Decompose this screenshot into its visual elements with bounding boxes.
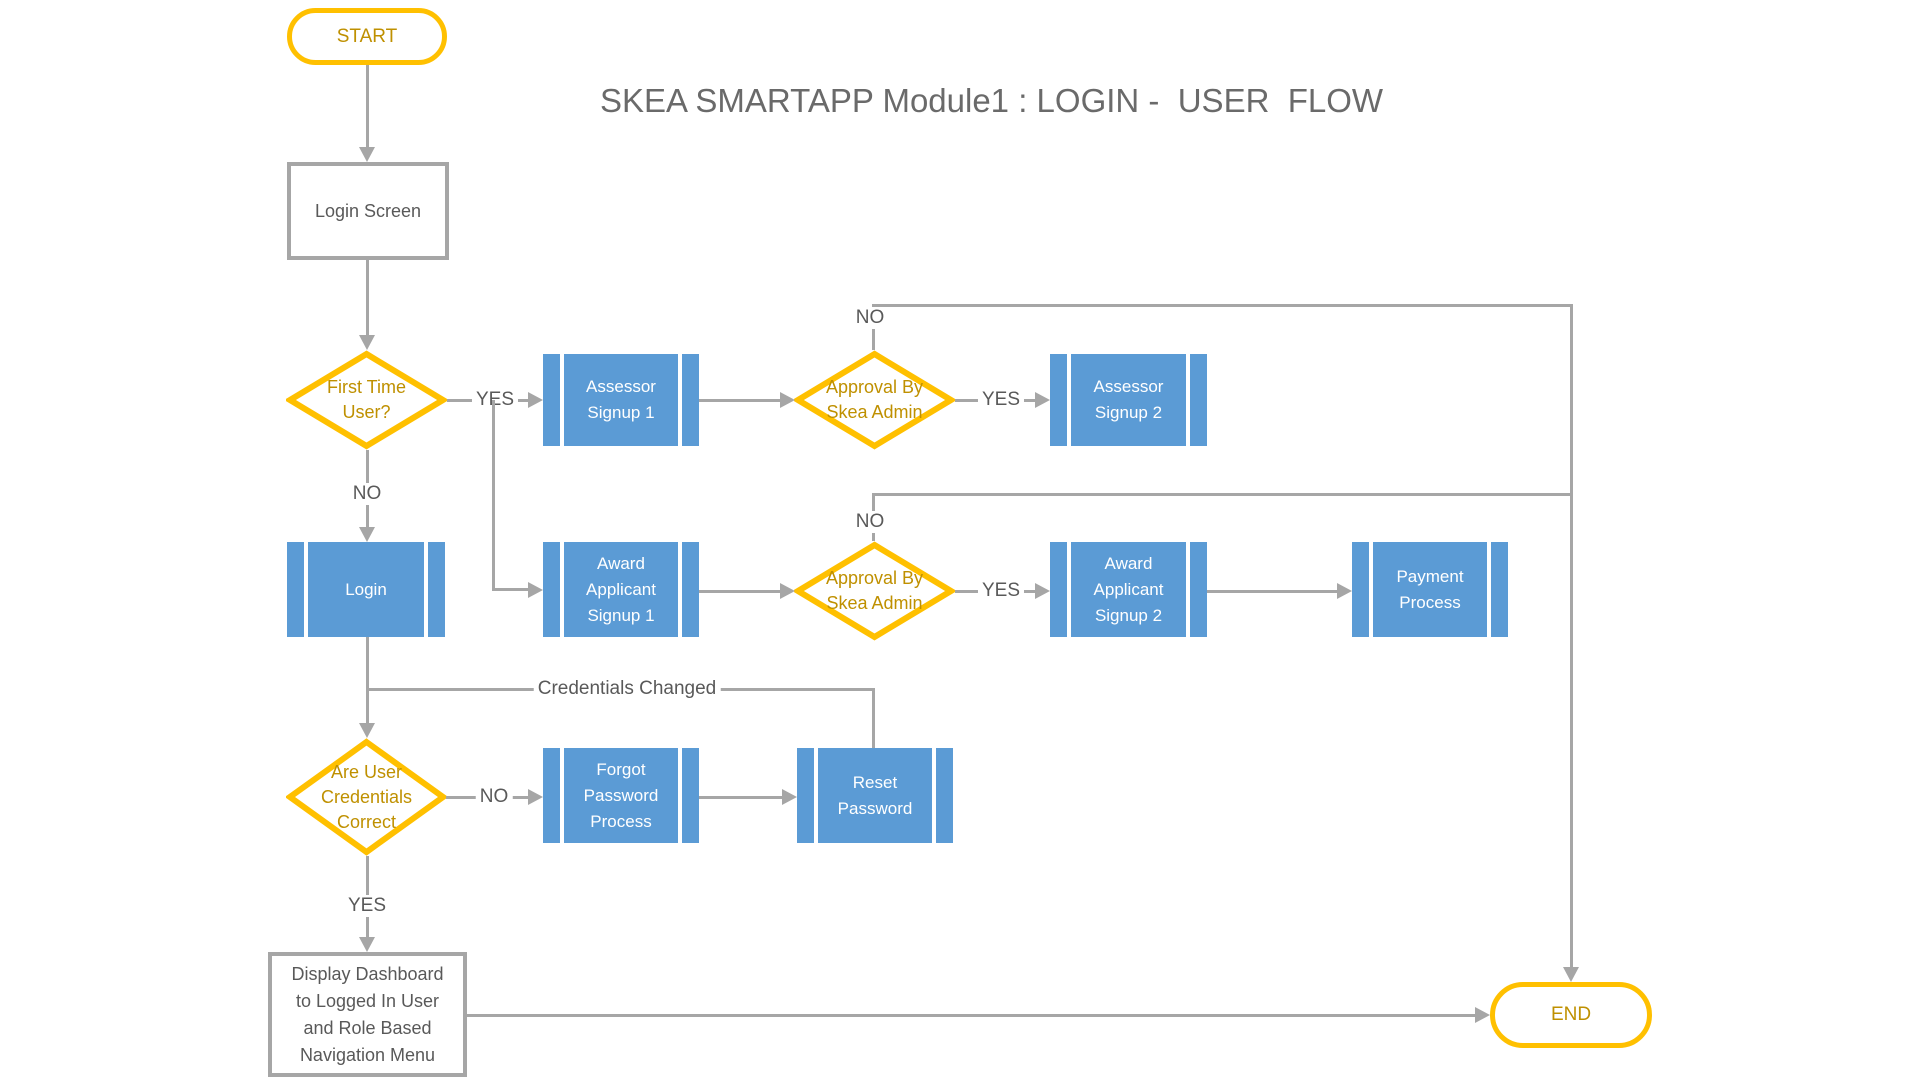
connector-approval1-no-right <box>872 304 1573 307</box>
connector-approval2-no-right <box>872 493 1573 496</box>
edge-label-no: NO <box>851 307 889 329</box>
node-display-dashboard[interactable]: Display Dashboard to Logged In User and … <box>268 952 467 1077</box>
arrowhead <box>1563 967 1579 982</box>
connector-award1-approval2 <box>699 590 781 593</box>
process-side-bar <box>1190 354 1207 446</box>
node-forgot-password-process-label: Forgot Password Process <box>564 748 678 843</box>
edge-label-no: NO <box>475 786 513 808</box>
node-forgot-password-process[interactable]: Forgot Password Process <box>543 748 699 843</box>
process-side-bar <box>543 542 560 637</box>
arrowhead <box>1035 392 1050 408</box>
node-end[interactable]: END <box>1490 982 1652 1048</box>
node-assessor-signup-1-label: Assessor Signup 1 <box>564 354 678 446</box>
arrowhead <box>528 582 543 598</box>
edge-label-yes: YES <box>977 580 1025 602</box>
process-side-bar <box>797 748 814 843</box>
process-side-bar <box>1190 542 1207 637</box>
connector-login-credentials <box>366 637 369 724</box>
process-side-bar <box>543 354 560 446</box>
arrowhead <box>359 147 375 162</box>
process-side-bar <box>682 748 699 843</box>
process-side-bar <box>682 354 699 446</box>
edge-label-credentials-changed: Credentials Changed <box>533 678 721 700</box>
process-side-bar <box>1352 542 1369 637</box>
diamond-shape-icon <box>286 350 447 450</box>
arrowhead <box>782 789 797 805</box>
connector-award2-payment <box>1207 590 1338 593</box>
node-reset-password-label: Reset Password <box>818 748 932 843</box>
arrowhead <box>359 335 375 350</box>
node-approval-2-decision[interactable]: Approval By Skea Admin <box>794 541 955 641</box>
process-side-bar <box>936 748 953 843</box>
node-start-label: START <box>336 25 398 47</box>
node-reset-password[interactable]: Reset Password <box>797 748 953 843</box>
node-first-time-user-label: First Time User? <box>327 377 406 422</box>
node-award-applicant-signup-2[interactable]: Award Applicant Signup 2 <box>1050 542 1207 637</box>
connector-reset-up <box>872 688 875 748</box>
node-award-applicant-signup-1[interactable]: Award Applicant Signup 1 <box>543 542 699 637</box>
process-side-bar <box>1491 542 1508 637</box>
connector-forgot-reset <box>699 796 783 799</box>
edge-label-yes: YES <box>977 389 1025 411</box>
arrowhead <box>780 583 795 599</box>
arrowhead <box>1035 583 1050 599</box>
node-end-label: END <box>1550 1004 1592 1025</box>
arrowhead <box>359 937 375 952</box>
node-assessor-signup-1[interactable]: Assessor Signup 1 <box>543 354 699 446</box>
diagram-title: SKEA SMARTAPP Module1 : LOGIN - USER FLO… <box>600 82 1384 119</box>
connector-assessor1-approval1 <box>699 399 781 402</box>
diamond-shape-icon <box>286 738 447 856</box>
arrowhead <box>359 527 375 542</box>
connector-yes-split-right <box>492 588 529 591</box>
process-side-bar <box>287 542 304 637</box>
arrowhead <box>528 392 543 408</box>
node-login[interactable]: Login <box>287 542 445 637</box>
connector-login-screen-first-time <box>366 260 369 336</box>
arrowhead <box>780 392 795 408</box>
arrowhead <box>528 789 543 805</box>
node-payment-process[interactable]: Payment Process <box>1352 542 1508 637</box>
node-award-applicant-signup-1-label: Award Applicant Signup 1 <box>564 542 678 637</box>
diamond-shape-icon <box>794 350 955 450</box>
connector-dashboard-end <box>467 1014 1477 1017</box>
process-side-bar <box>682 542 699 637</box>
node-login-screen[interactable]: Login Screen <box>287 162 449 260</box>
edge-label-yes: YES <box>343 895 391 917</box>
node-display-dashboard-label: Display Dashboard to Logged In User and … <box>291 963 444 1065</box>
node-assessor-signup-2[interactable]: Assessor Signup 2 <box>1050 354 1207 446</box>
node-approval-1-label: Approval By Skea Admin <box>825 377 924 422</box>
arrowhead <box>1337 583 1352 599</box>
node-assessor-signup-2-label: Assessor Signup 2 <box>1071 354 1186 446</box>
node-credentials-correct-label: Are User Credentials Correct <box>320 761 413 832</box>
process-side-bar <box>1050 542 1067 637</box>
process-side-bar <box>428 542 445 637</box>
node-payment-process-label: Payment Process <box>1373 542 1487 637</box>
node-login-label: Login <box>308 542 424 637</box>
edge-label-no: NO <box>348 483 386 505</box>
node-first-time-user-decision[interactable]: First Time User? <box>286 350 447 450</box>
connector-trunk-to-end <box>1570 304 1573 968</box>
node-login-screen-label: Login Screen <box>314 200 422 221</box>
node-credentials-correct-decision[interactable]: Are User Credentials Correct <box>286 738 447 856</box>
diamond-shape-icon <box>794 541 955 641</box>
connector-start-login-screen <box>366 65 369 149</box>
arrowhead <box>1475 1007 1490 1023</box>
edge-label-yes: YES <box>471 389 519 411</box>
edge-label-no: NO <box>851 511 889 533</box>
arrowhead <box>359 723 375 738</box>
process-side-bar <box>543 748 560 843</box>
node-approval-2-label: Approval By Skea Admin <box>825 568 924 613</box>
connector-yes-split-down <box>492 400 495 590</box>
node-approval-1-decision[interactable]: Approval By Skea Admin <box>794 350 955 450</box>
node-start[interactable]: START <box>287 8 447 65</box>
process-side-bar <box>1050 354 1067 446</box>
node-award-applicant-signup-2-label: Award Applicant Signup 2 <box>1071 542 1186 637</box>
